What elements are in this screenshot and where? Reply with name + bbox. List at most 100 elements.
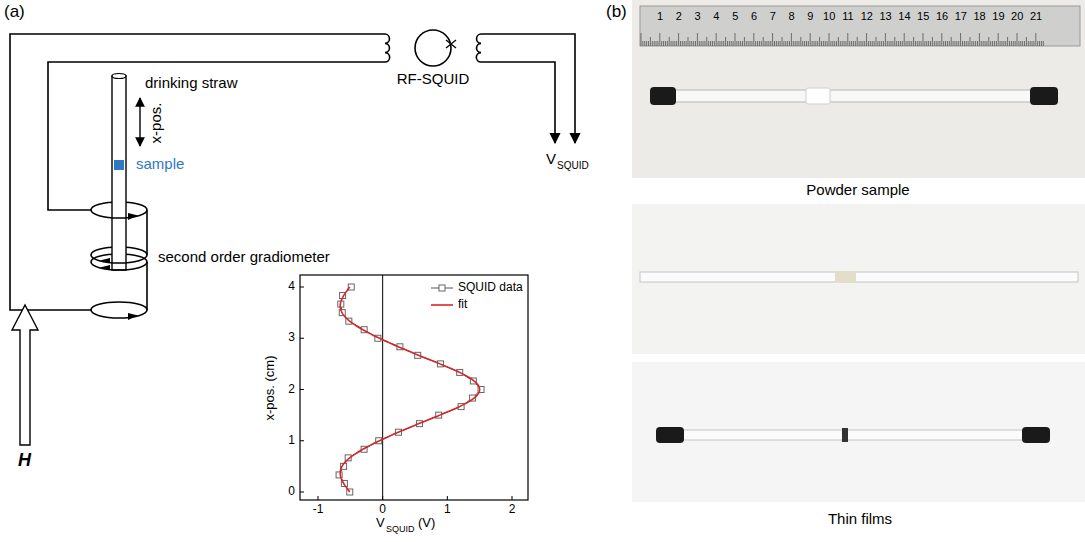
- ruler-tick: [896, 41, 897, 46]
- ruler-tick: [1003, 41, 1004, 46]
- ruler-tick: [701, 41, 702, 46]
- ruler-tick: [661, 41, 662, 46]
- axis-tick: [382, 496, 383, 500]
- ruler-number: 18: [973, 10, 985, 23]
- ruler-tick: [819, 37, 820, 46]
- ruler-tick: [1026, 37, 1027, 46]
- ruler-tick: [894, 37, 895, 46]
- ruler-tick: [845, 41, 846, 46]
- fit-curve: [340, 287, 479, 492]
- ruler-tick: [744, 37, 745, 46]
- ruler-tick: [740, 41, 741, 46]
- ruler-tick: [883, 41, 884, 46]
- ruler-tick: [1018, 41, 1019, 46]
- ruler-tick: [892, 41, 893, 46]
- ruler-tick: [898, 41, 899, 46]
- photo-background: [632, 0, 1085, 178]
- ruler-tick: [778, 41, 779, 46]
- ruler-tick: [654, 41, 655, 46]
- ruler-number: 19: [992, 10, 1004, 23]
- ruler-tick: [1035, 33, 1036, 46]
- ruler-tick: [714, 41, 715, 46]
- ruler-tick: [669, 37, 670, 46]
- ruler-tick: [1041, 41, 1042, 46]
- ruler-tick: [887, 41, 888, 46]
- part-label: second order gradiometer: [158, 248, 330, 265]
- ruler-tick: [930, 41, 931, 46]
- ruler-tick: [977, 41, 978, 46]
- ruler-tick: [693, 41, 694, 46]
- ruler-tick: [986, 41, 987, 46]
- tick-label: 3: [288, 331, 295, 345]
- ruler-tick: [780, 41, 781, 46]
- tick-label: 1: [444, 503, 451, 517]
- ruler-tick: [1001, 41, 1002, 46]
- legend-text: SQUID data: [458, 281, 523, 295]
- ruler-tick: [716, 33, 717, 46]
- ruler-tick: [1011, 41, 1012, 46]
- wire: [10, 34, 385, 310]
- ruler-tick: [704, 41, 705, 46]
- ruler-tick: [686, 41, 687, 46]
- ruler-tick: [691, 41, 692, 46]
- ruler-tick: [827, 41, 828, 46]
- ruler-tick: [727, 41, 728, 46]
- ruler-tick: [648, 41, 649, 46]
- axis-tick: [300, 440, 304, 441]
- ruler-tick: [676, 41, 677, 46]
- straw-opening: [112, 74, 126, 79]
- sample-tube: [672, 430, 1030, 440]
- axis-tick: [318, 496, 319, 500]
- ruler-tick: [1037, 41, 1038, 46]
- ruler-tick: [1022, 41, 1023, 46]
- ruler-tick: [718, 41, 719, 46]
- ruler-tick: [665, 41, 666, 46]
- part-label: x-pos.: [147, 103, 164, 144]
- legend-text: fit: [458, 298, 467, 312]
- pickup-loop: [91, 262, 147, 270]
- ruler-number: 13: [879, 10, 891, 23]
- ruler-tick: [866, 33, 867, 46]
- ruler-tick: [857, 37, 858, 46]
- tick-label: 0: [288, 485, 295, 499]
- tick-label: 2: [509, 503, 516, 517]
- ruler-tick: [815, 41, 816, 46]
- zero-line: [382, 275, 383, 500]
- squid-ring: [415, 30, 451, 66]
- ruler-tick: [736, 41, 737, 46]
- ruler-tick: [907, 41, 908, 46]
- field-arrow: [12, 305, 38, 445]
- ruler-tick: [706, 37, 707, 46]
- ruler-tick: [710, 41, 711, 46]
- ruler-tick: [829, 33, 830, 46]
- ruler-tick: [1033, 41, 1034, 46]
- pickup-loop: [91, 310, 147, 318]
- winding-arrow: [128, 313, 138, 320]
- ruler-tick: [968, 41, 969, 46]
- ruler-tick: [708, 41, 709, 46]
- tube-cap: [656, 427, 684, 443]
- axis-tick: [300, 287, 304, 288]
- ruler-tick: [667, 41, 668, 46]
- wire: [48, 62, 385, 210]
- ruler-tick: [1020, 41, 1021, 46]
- ruler-number: 4: [713, 10, 719, 23]
- ruler-tick: [879, 41, 880, 46]
- ruler-tick: [659, 33, 660, 46]
- ruler-tick: [975, 41, 976, 46]
- ruler-tick: [791, 33, 792, 46]
- ruler-tick: [763, 37, 764, 46]
- ruler-tick: [947, 41, 948, 46]
- ruler-tick: [1028, 41, 1029, 46]
- film-sample: [835, 271, 856, 283]
- legend-entry: SQUID data: [430, 281, 523, 295]
- ruler-number: 10: [823, 10, 835, 23]
- axis-unit: (V): [418, 516, 435, 531]
- legend-marker: [439, 285, 445, 291]
- tube-cap: [1022, 427, 1050, 443]
- ruler-tick: [881, 41, 882, 46]
- axis-tick: [300, 492, 304, 493]
- ruler-tick: [1007, 37, 1008, 46]
- ruler-tick: [825, 41, 826, 46]
- ruler-tick: [923, 33, 924, 46]
